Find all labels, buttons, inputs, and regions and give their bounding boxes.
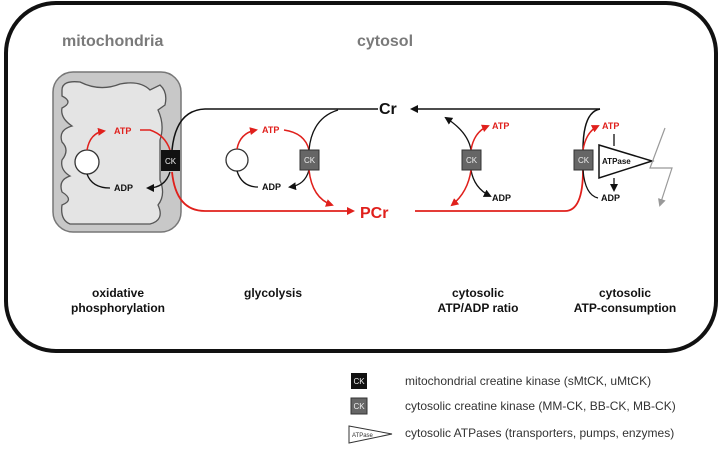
atp-label: ATP: [492, 121, 509, 131]
creatine-label: Cr: [379, 101, 397, 118]
legend-cyto-ck-icon: CK: [350, 397, 368, 415]
svg-text:CK: CK: [304, 156, 316, 165]
legend-atpase-icon: ATPase: [348, 425, 393, 444]
ratio-ck-box: CK: [461, 149, 482, 171]
atp-label: ATP: [602, 121, 619, 131]
adp-label: ADP: [601, 193, 620, 203]
consumption-label-2: ATP-consumption: [574, 301, 676, 315]
energy-lightning-icon: [649, 127, 673, 207]
glycolysis-label: glycolysis: [244, 286, 302, 300]
legend: CK mitochondrial creatine kinase (sMtCK,…: [348, 373, 676, 444]
svg-text:CK: CK: [578, 156, 590, 165]
oxphos-circle: [74, 149, 100, 175]
svg-text:CK: CK: [353, 402, 365, 411]
mito-ck-box: CK: [161, 150, 180, 171]
svg-text:ATPase: ATPase: [352, 433, 374, 439]
glycolysis-ck-box: CK: [299, 149, 320, 171]
atp-label: ATP: [114, 126, 131, 136]
ratio-label-2: ATP/ADP ratio: [438, 301, 519, 315]
atp-label: ATP: [262, 125, 279, 135]
cell-boundary: [4, 1, 718, 353]
svg-text:CK: CK: [165, 157, 177, 166]
phosphocreatine-label: PCr: [360, 205, 388, 222]
svg-text:CK: CK: [466, 156, 478, 165]
adp-label: ADP: [262, 182, 281, 192]
atpase-pump: ATPase: [598, 143, 655, 180]
legend-mito-ck-icon: CK: [351, 373, 367, 389]
legend-item-label: mitochondrial creatine kinase (sMtCK, uM…: [405, 374, 651, 388]
legend-item-label: cytosolic ATPases (transporters, pumps, …: [405, 426, 674, 440]
ratio-label-1: cytosolic: [452, 286, 504, 300]
mitochondrion: [52, 71, 182, 233]
glycolysis-circle: [225, 148, 249, 172]
adp-label: ADP: [114, 183, 133, 193]
cytosol-label: cytosol: [357, 33, 413, 50]
consumption-label-1: cytosolic: [599, 286, 651, 300]
legend-item-label: cytosolic creatine kinase (MM-CK, BB-CK,…: [405, 399, 676, 413]
svg-text:CK: CK: [353, 377, 365, 386]
oxphos-label-1: oxidative: [92, 286, 144, 300]
oxphos-label-2: phosphorylation: [71, 301, 165, 315]
adp-label: ADP: [492, 193, 511, 203]
atpase-label: ATPase: [602, 157, 631, 166]
consumption-ck-box: CK: [573, 149, 594, 171]
mitochondria-label: mitochondria: [62, 33, 163, 50]
